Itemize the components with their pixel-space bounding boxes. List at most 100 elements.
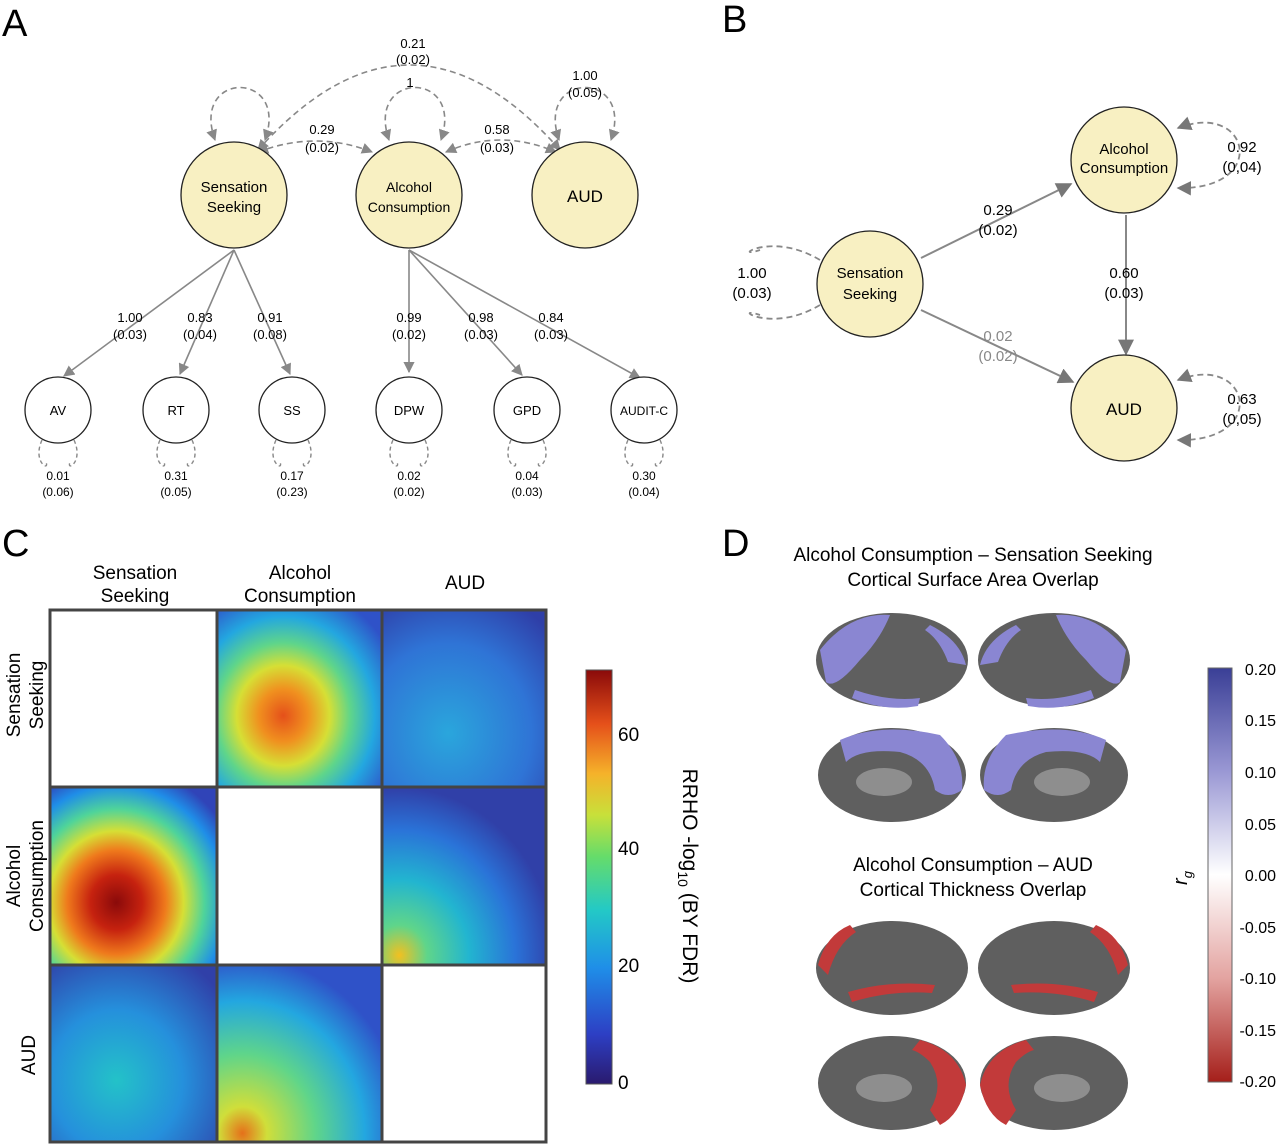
brain-bottom-lateral-right xyxy=(978,921,1130,1015)
path-ss-aud-value: 0.02 xyxy=(983,328,1012,345)
brain-bml-corpus xyxy=(856,1074,912,1102)
observed-auditc: AUDIT-C 0.30 (0.04) xyxy=(610,376,678,499)
resid-rt-se: (0.05) xyxy=(160,485,191,499)
resid-loop-av xyxy=(38,439,78,467)
loading-line-gpd xyxy=(408,249,523,376)
cov-ss-ac-arc xyxy=(256,140,374,154)
c-tick-0: 0 xyxy=(618,1073,629,1094)
observed-dpw: DPW 0.02 (0.02) xyxy=(375,376,443,499)
brain-tml-corpus xyxy=(856,768,912,796)
resid-ss-se: (0.23) xyxy=(276,485,307,499)
path-ss-ac-se: (0.02) xyxy=(978,222,1017,239)
observed-gpd-label: GPD xyxy=(513,403,541,418)
cell-ss-ac xyxy=(218,610,381,786)
brain-tmr-corpus xyxy=(1034,768,1090,796)
cell-ac-ac xyxy=(218,788,381,964)
c-row-label-aud: AUD xyxy=(19,1035,40,1075)
resid-av-se: (0.06) xyxy=(42,485,73,499)
resid-loop-dpw xyxy=(389,439,429,467)
d-tick-0.10: 0.10 xyxy=(1245,765,1276,782)
b-ac-label-2: Consumption xyxy=(1080,160,1168,177)
latent-ss-circle xyxy=(180,141,288,249)
observed-av-circle xyxy=(24,376,92,444)
brain-bottom-medial-left xyxy=(818,1036,966,1130)
c-tick-40: 40 xyxy=(618,839,639,860)
panel-a: A Sensation Seeking Alcohol Consumption xyxy=(2,3,678,499)
resid-loop-auditc xyxy=(624,439,664,467)
cell-ac-aud xyxy=(383,788,546,964)
c-colorbar xyxy=(585,669,613,1085)
cov-ac-aud-arc xyxy=(444,139,558,154)
c-col-label-aud: AUD xyxy=(445,573,485,594)
brain-top-medial-left xyxy=(818,728,966,822)
d-bottom-title-2: Cortical Thickness Overlap xyxy=(860,880,1087,901)
path-ss-ac-line xyxy=(920,183,1073,259)
b-ss-label-2: Seeking xyxy=(843,286,897,303)
cov-ac-aud-value: 0.58 xyxy=(484,122,509,137)
path-ss-aud-line xyxy=(920,309,1075,384)
latent-aud-circle xyxy=(531,141,639,249)
brain-tlr-overlap-parietal xyxy=(980,625,1021,665)
var-ss-loop xyxy=(206,86,274,142)
b-var-aud-value: 0.63 xyxy=(1227,391,1256,408)
observed-ss-circle xyxy=(258,376,326,444)
observed-rt-circle xyxy=(142,376,210,444)
path-ac-aud-se: (0.03) xyxy=(1104,285,1143,302)
b-ss-label-1: Sensation xyxy=(837,265,904,282)
c-colorbar-title: RRHO -log10 (BY FDR) xyxy=(675,769,701,984)
var-aud-loop xyxy=(550,86,620,142)
d-tick-0.05: 0.05 xyxy=(1245,817,1276,834)
observed-rt: RT 0.31 (0.05) xyxy=(142,376,210,499)
b-node-ss: Sensation Seeking xyxy=(816,230,924,338)
d-tick--0.20: -0.20 xyxy=(1240,1074,1277,1091)
brain-bmr-overlap xyxy=(980,1040,1034,1125)
loading-gpd-se: (0.03) xyxy=(464,327,498,342)
latent-ac-label-1: Alcohol xyxy=(386,179,432,195)
cov-ss-ac-value: 0.29 xyxy=(309,122,334,137)
b-aud-label: AUD xyxy=(1106,400,1142,419)
c-tick-20: 20 xyxy=(618,956,639,977)
observed-gpd: GPD 0.04 (0.03) xyxy=(493,376,561,499)
resid-dpw-se: (0.02) xyxy=(393,485,424,499)
cov-ss-aud-se: (0.02) xyxy=(396,52,430,67)
brain-blr-overlap-frontal xyxy=(1090,925,1128,975)
panel-b-letter: B xyxy=(722,0,747,41)
b-var-aud-se: (0,05) xyxy=(1222,411,1261,428)
c-col-label-ss-2: Seeking xyxy=(101,586,170,607)
observed-dpw-circle xyxy=(375,376,443,444)
d-tick--0.05: -0.05 xyxy=(1240,920,1277,937)
cov-ac-aud-se: (0.03) xyxy=(480,140,514,155)
panel-d: D Alcohol Consumption – Sensation Seekin… xyxy=(722,523,1276,1130)
loading-dpw-se: (0.02) xyxy=(392,327,426,342)
panel-d-letter: D xyxy=(722,523,749,565)
var-aud-se: (0.05) xyxy=(568,85,602,100)
b-node-aud: AUD xyxy=(1070,354,1178,462)
latent-aud-label: AUD xyxy=(567,187,603,206)
d-colorbar-label-sub: g xyxy=(1180,870,1195,878)
brain-top-medial-right xyxy=(980,728,1128,822)
c-colorbar-title-main: RRHO -log xyxy=(678,769,701,872)
b-aud-circle xyxy=(1070,354,1178,462)
loading-line-av xyxy=(63,249,235,377)
loading-av-se: (0.03) xyxy=(113,327,147,342)
b-ss-circle xyxy=(816,230,924,338)
loading-rt-value: 0.83 xyxy=(187,310,212,325)
resid-rt-value: 0.31 xyxy=(164,469,188,483)
resid-auditc-se: (0.04) xyxy=(628,485,659,499)
c-row-label-ac-2: Consumption xyxy=(27,820,48,932)
brain-bll-overlap-temporal xyxy=(848,983,935,1002)
cell-aud-ss xyxy=(50,966,216,1142)
observed-gpd-circle xyxy=(493,376,561,444)
d-top-title-2: Cortical Surface Area Overlap xyxy=(847,570,1098,591)
loading-line-ss xyxy=(233,249,291,376)
c-row-label-ac-1: Alcohol xyxy=(4,845,25,907)
d-colorbar xyxy=(1207,667,1233,1083)
latent-ac-circle xyxy=(355,141,463,249)
latent-aud: AUD xyxy=(531,141,639,249)
b-var-ss-se: (0.03) xyxy=(732,285,771,302)
loading-gpd-value: 0.98 xyxy=(468,310,493,325)
cell-aud-aud xyxy=(383,966,546,1142)
b-node-ac: Alcohol Consumption xyxy=(1070,106,1178,214)
brain-top-lateral-right xyxy=(978,613,1130,708)
